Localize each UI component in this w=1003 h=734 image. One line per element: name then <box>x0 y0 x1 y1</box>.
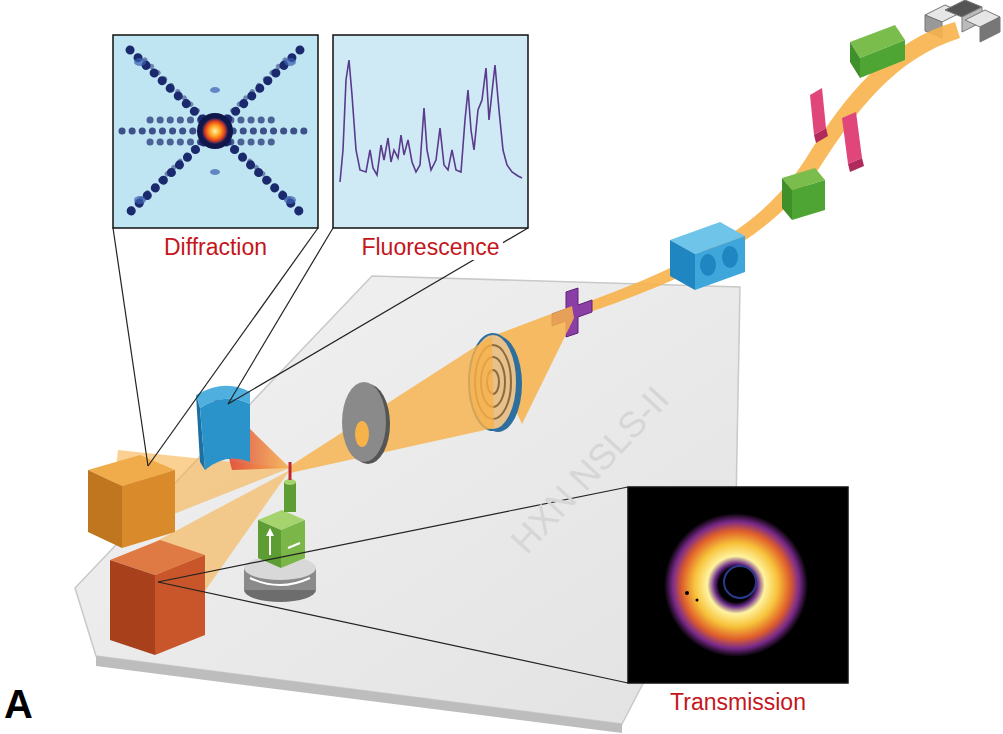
panel-letter: A <box>4 684 33 724</box>
inset-label: Diffraction <box>161 234 270 260</box>
inset-panel: Fluorescence <box>320 35 541 260</box>
inset-panel: Transmission <box>620 487 856 715</box>
inset-label: Fluorescence <box>358 234 502 260</box>
inset-label: Transmission <box>667 689 809 715</box>
inset-panel: Diffraction <box>100 35 331 260</box>
